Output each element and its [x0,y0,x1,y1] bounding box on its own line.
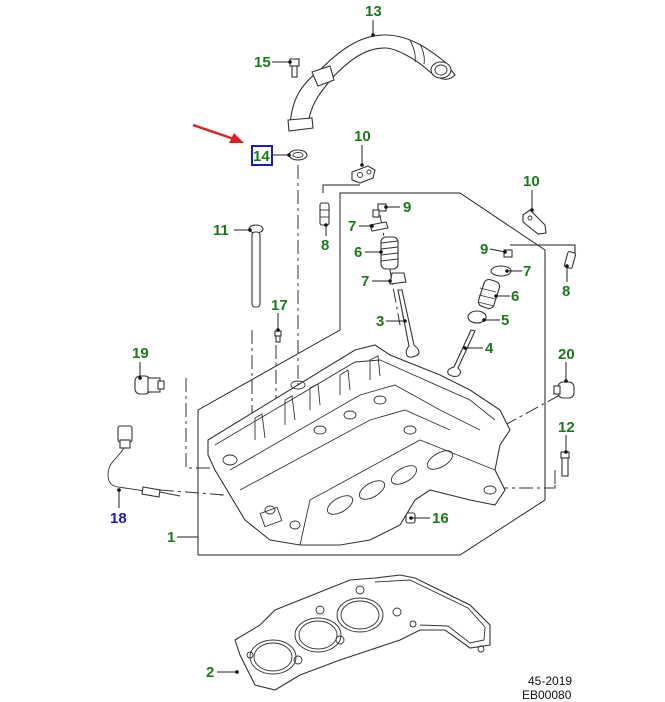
intake-valve-3 [397,289,420,358]
callout-7-lower-left[interactable]: 7 [361,273,369,290]
cylinder-head-frame [197,192,546,555]
head-gasket-2 [234,574,491,691]
rocker-arm-left [351,165,376,184]
intake-valve-stack [369,203,420,358]
callout-8-left[interactable]: 8 [321,237,329,254]
callout-9-right[interactable]: 9 [480,241,488,258]
callout-6-left[interactable]: 6 [354,244,362,261]
callout-18[interactable]: 18 [110,510,127,527]
callout-16[interactable]: 16 [432,510,449,527]
leader-lines [117,20,569,674]
callout-8-right[interactable]: 8 [562,283,570,300]
callout-3[interactable]: 3 [376,313,384,330]
lash-adjuster-right [563,251,577,269]
valve-key-9b [503,249,513,258]
cylinder-head-1 [207,344,511,546]
rocker-arm-right [522,209,547,235]
pointer-arrow [192,123,244,143]
exhaust-valve-stack [447,249,513,377]
sensor-20 [553,381,575,399]
callout-6-right[interactable]: 6 [511,288,519,305]
callout-12[interactable]: 12 [558,419,575,436]
head-bolt-11 [248,224,264,308]
callout-14[interactable]: 14 [253,148,270,165]
diagram-reference: EB00080 [522,688,572,702]
lash-adjuster-left [319,202,330,226]
callout-17[interactable]: 17 [271,297,288,314]
callout-labels: 13 15 14 10 10 9 7 6 7 3 8 8 9 7 6 5 4 1… [110,3,575,681]
assembly-frames [197,184,576,556]
callout-1[interactable]: 1 [167,529,175,546]
exhaust-valve-4 [447,329,476,377]
sensor-19 [134,375,165,395]
callout-11[interactable]: 11 [213,222,229,239]
callout-7-upper-left[interactable]: 7 [348,218,356,235]
spring-retainer-7a [369,221,389,232]
breather-hose [287,34,456,132]
callout-4[interactable]: 4 [485,340,494,357]
valve-seal-5 [467,310,487,324]
highlight-box-14 [251,145,273,166]
valve-spring-6a [380,236,399,270]
plug-17 [274,330,282,343]
callout-20[interactable]: 20 [558,346,575,363]
callout-15[interactable]: 15 [254,54,271,71]
callout-7-right[interactable]: 7 [523,263,531,280]
valve-seal-7b [389,272,407,285]
callout-13[interactable]: 13 [365,3,382,20]
rocker-frame-left [322,184,360,193]
bolt-12 [560,451,570,477]
callout-10-left[interactable]: 10 [354,128,371,145]
callout-19[interactable]: 19 [132,345,149,362]
temperature-sensor-18 [107,425,181,498]
callout-2[interactable]: 2 [206,664,214,681]
callout-10-right[interactable]: 10 [523,173,540,190]
cylinder-head-frame-bottom [198,499,546,556]
rocker-frame-right [510,244,576,255]
callout-5[interactable]: 5 [501,312,509,329]
diagram-code: 45-2019 [528,674,573,688]
o-ring-seal-14 [288,149,308,161]
callout-9-left[interactable]: 9 [403,199,411,216]
valve-spring-6b [477,278,501,310]
